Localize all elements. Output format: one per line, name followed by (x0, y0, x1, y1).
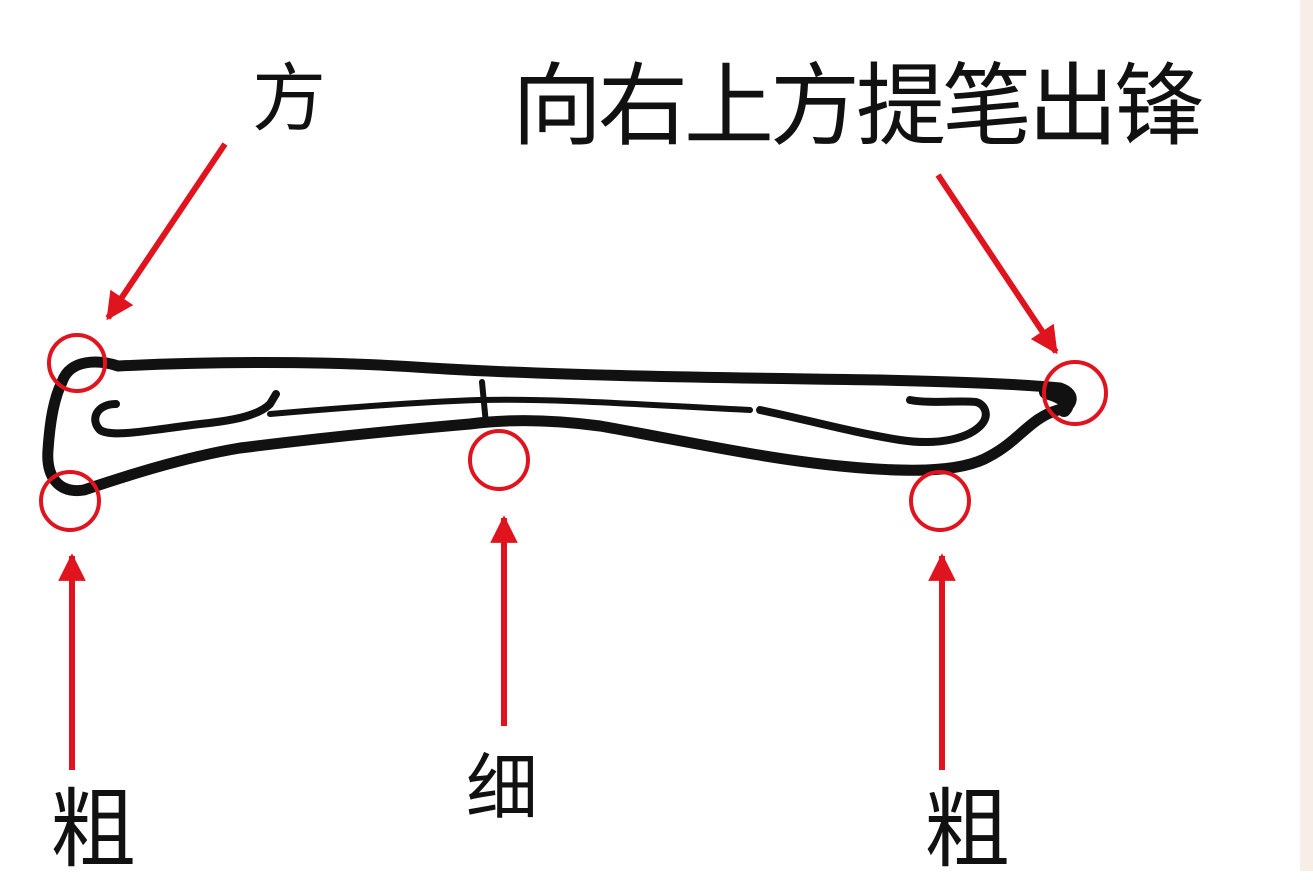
circle-thick-end (909, 470, 971, 532)
label-square-start: 方 (252, 56, 326, 142)
stroke-outline (42, 356, 1077, 497)
stroke-joint-mark (479, 379, 489, 427)
brush-stroke (42, 356, 1077, 497)
label-thick-right: 粗 (924, 780, 1010, 880)
label-thick-left: 粗 (50, 780, 136, 880)
circle-thick-start (39, 470, 101, 532)
circle-thin-middle (468, 429, 530, 491)
label-exit-stroke: 向右上方提笔出锋 (512, 54, 1204, 159)
circle-square-corner (47, 333, 107, 393)
stroke-inner-middle (267, 396, 753, 417)
arrow-square-corner (105, 142, 228, 321)
right-edge-strip (1300, 0, 1313, 871)
stroke-end-tip (1039, 385, 1074, 417)
stroke-inner-start (91, 390, 280, 438)
stroke-inner-end (756, 396, 990, 446)
arrow-exit-tip (935, 173, 1059, 355)
label-thin-middle: 细 (466, 746, 539, 830)
circle-exit-tip (1042, 360, 1108, 426)
